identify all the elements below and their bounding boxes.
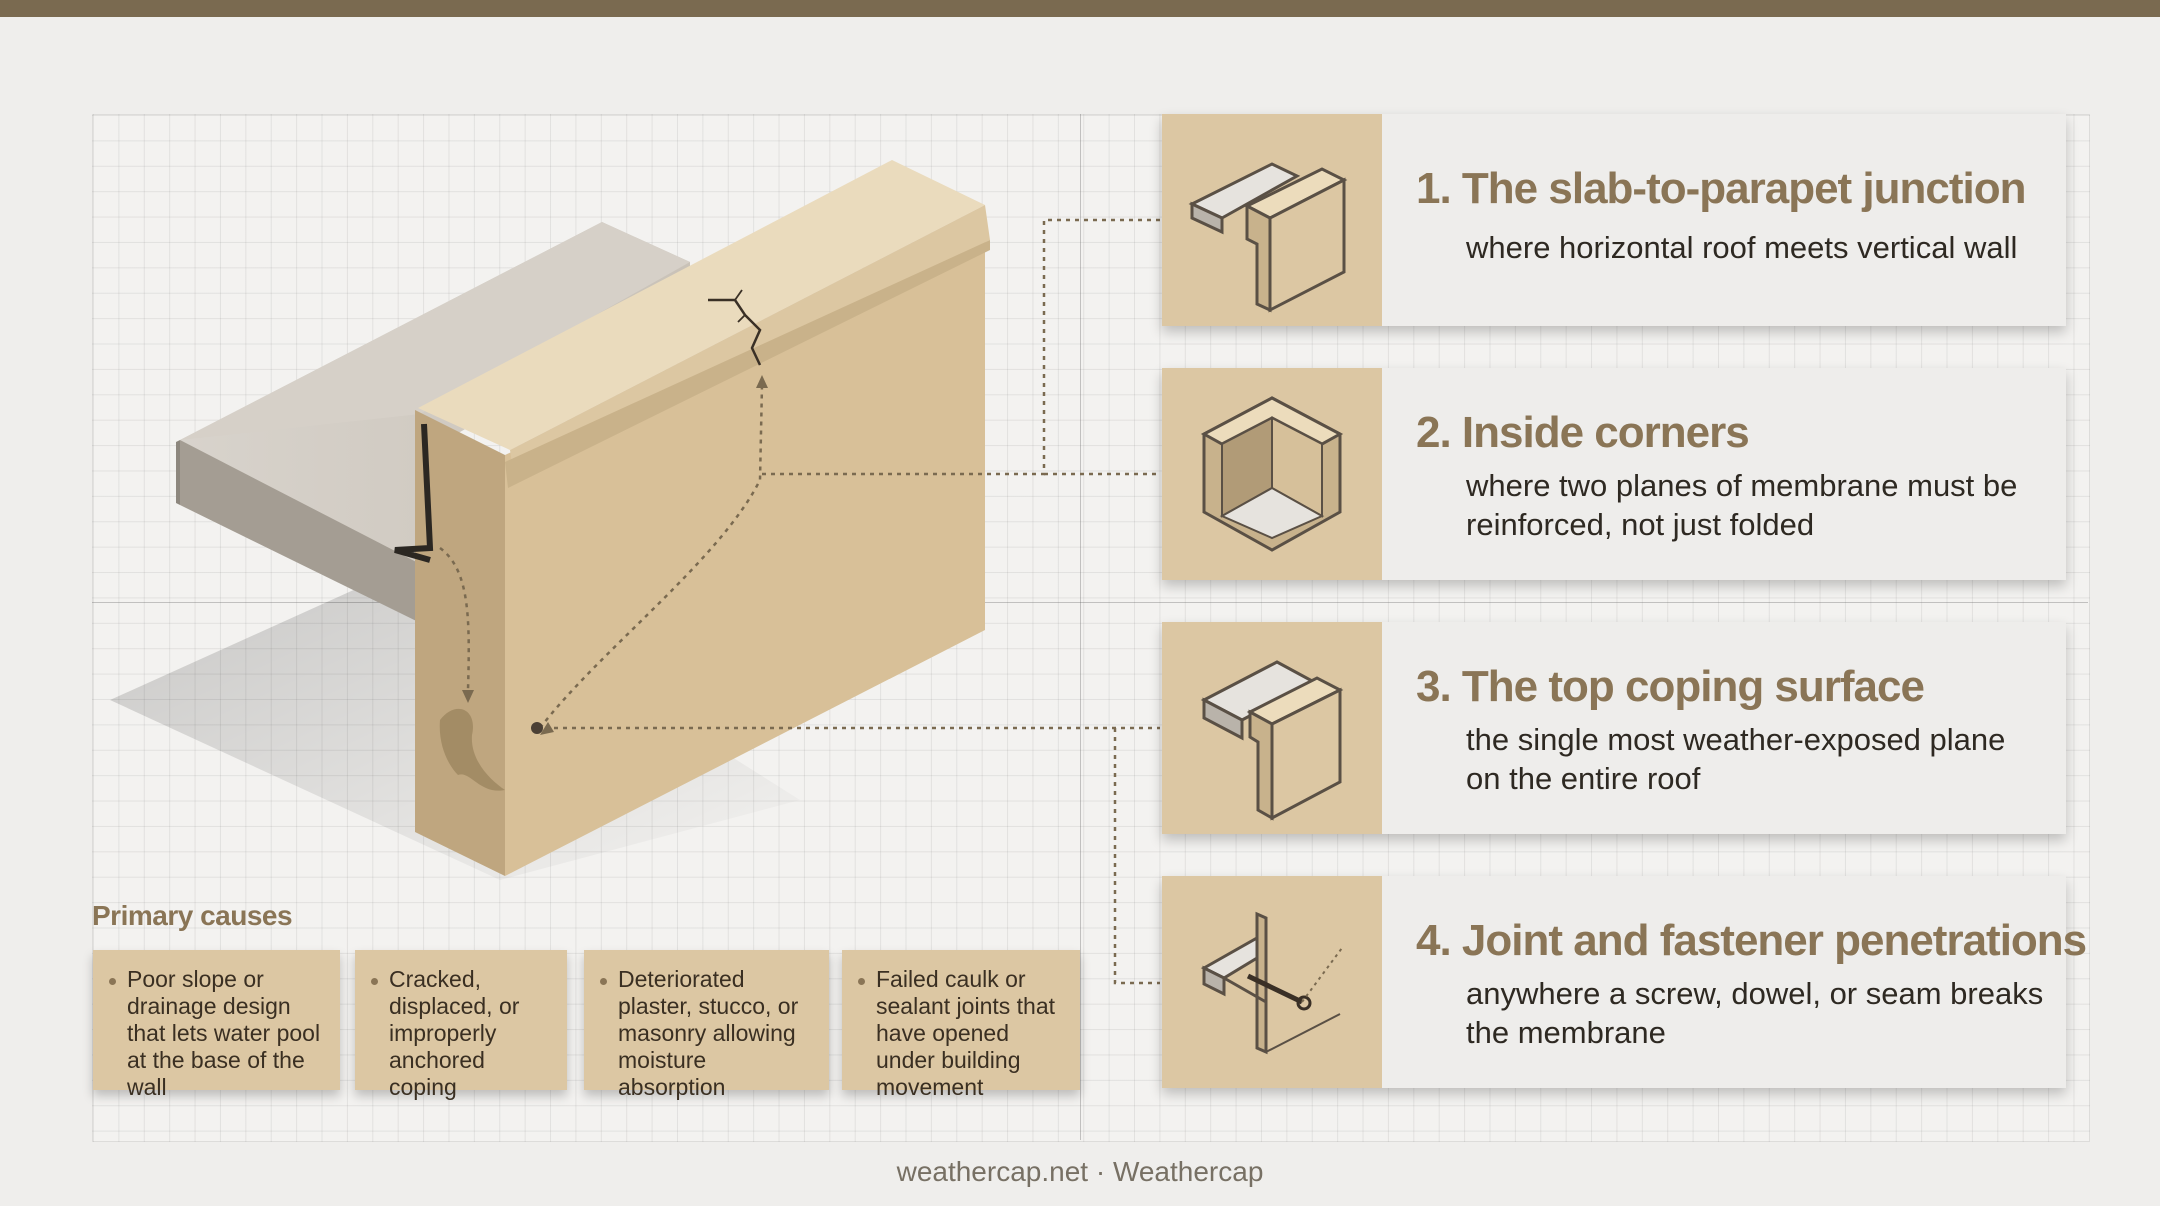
vertical-guide-line — [1080, 114, 1081, 1140]
cause-card: Cracked, displaced, or improperly anchor… — [355, 950, 567, 1100]
inside-corner-icon — [1200, 396, 1344, 552]
card-title: 3. The top coping surface — [1416, 662, 1925, 711]
cause-card: Poor slope or drainage design that lets … — [93, 950, 340, 1100]
top-bar — [0, 0, 2160, 17]
roof-slab-side — [176, 440, 180, 505]
coping-surface-icon — [1200, 660, 1344, 821]
cause-text: Cracked, displaced, or improperly anchor… — [389, 966, 520, 1100]
card-title: 1. The slab-to-parapet junction — [1416, 164, 2026, 213]
wall-left-face — [415, 410, 505, 876]
coping-top — [418, 160, 985, 450]
wall-front-face — [505, 230, 985, 876]
connector-card-4 — [1113, 728, 1160, 985]
coping-front — [510, 205, 990, 470]
connector-card-1 — [762, 218, 1160, 476]
card-inside-corners: 2. Inside corners where two planes of me… — [1162, 368, 2066, 580]
cause-text: Poor slope or drainage design that lets … — [127, 966, 321, 1100]
card-icon-box — [1162, 114, 1382, 326]
roof-slab-top-surface — [180, 222, 690, 440]
fastener-penetration-icon — [1200, 911, 1343, 1055]
water-path-arrow-crack — [539, 384, 764, 729]
roof-slab-front — [180, 440, 455, 640]
card-description: anywhere a screw, dowel, or seam breaks … — [1466, 976, 2044, 1050]
card-description: where two planes of membrane must be rei… — [1466, 468, 2018, 542]
membrane-flashing — [394, 423, 434, 563]
card-title: 4. Joint and fastener penetrations — [1416, 916, 2087, 965]
card-icon-box — [1162, 876, 1382, 1088]
card-icon-box — [1162, 622, 1382, 834]
footer-attribution: weathercap.net · Weathercap — [896, 1156, 1264, 1187]
cause-text: Deteriorated plaster, stucco, or masonry… — [618, 966, 799, 1100]
cause-card: Failed caulk or sealant joints that have… — [842, 950, 1080, 1100]
cause-card: Deteriorated plaster, stucco, or masonry… — [584, 950, 829, 1100]
water-path-arrow-flashing — [439, 546, 470, 691]
card-top-coping-surface: 3. The top coping surface the single mos… — [1162, 622, 2066, 834]
card-description: where horizontal roof meets vertical wal… — [1466, 230, 2018, 265]
coping-drip — [505, 240, 990, 488]
card-description: the single most weather-exposed plane on… — [1466, 722, 2006, 796]
cause-text: Failed caulk or sealant joints that have… — [876, 966, 1056, 1100]
card-icon-box — [1162, 368, 1382, 580]
coping-crack — [708, 298, 762, 366]
card-joint-fastener-penetrations: 4. Joint and fastener penetrations anywh… — [1162, 876, 2087, 1088]
primary-causes-title: Primary causes — [92, 900, 293, 931]
card-title: 2. Inside corners — [1416, 408, 1750, 457]
water-stain — [439, 708, 505, 791]
leak-point-dot — [531, 722, 543, 734]
card-slab-parapet-junction: 1. The slab-to-parapet junction where ho… — [1162, 114, 2066, 326]
horizontal-guide-line — [92, 602, 2088, 603]
slab-parapet-junction-icon — [1188, 162, 1348, 313]
